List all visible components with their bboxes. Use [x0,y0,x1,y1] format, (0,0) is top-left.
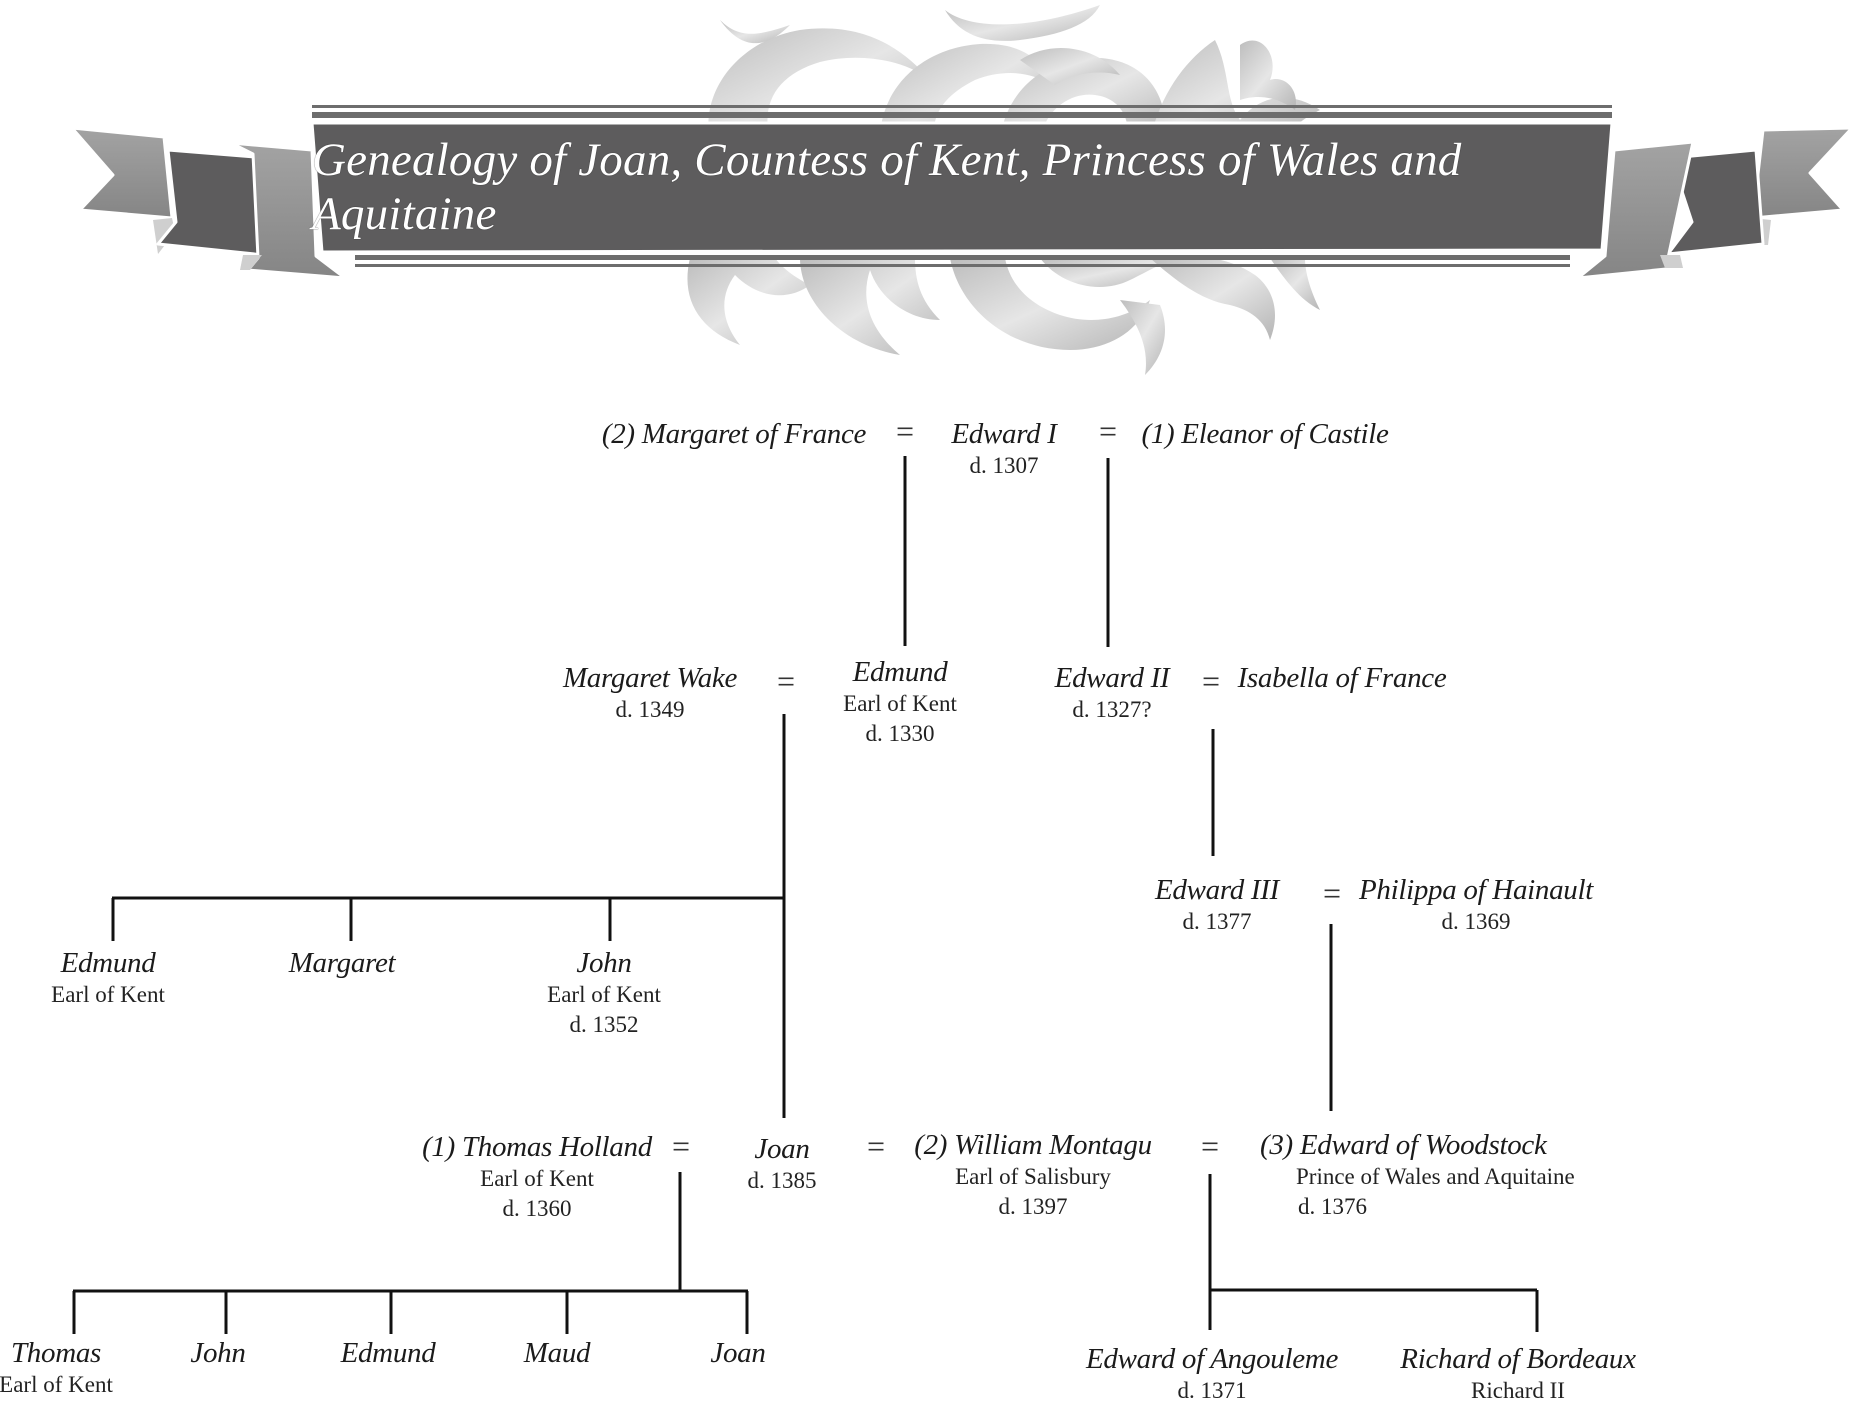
person-joan: Joan d. 1385 [748,1132,817,1196]
person-john-holland-child: John [190,1336,245,1370]
person-death: d. 1376 [1298,1194,1367,1219]
marriage-symbol: = [1200,1128,1220,1164]
person-death: d. 1307 [969,453,1039,478]
marriage-symbol: = [895,413,915,449]
person-edward-ii: Edward II d. 1327? [1055,661,1170,725]
person-name: Richard of Bordeaux [1400,1343,1636,1375]
person-maud-child: Maud [523,1336,591,1370]
banner-top-stripe-thin [312,105,1612,108]
person-death: d. 1352 [569,1012,639,1037]
person-name: Edmund [60,947,156,979]
person-title: Earl of Kent [480,1166,594,1191]
person-name: (2) Margaret of France [601,418,867,450]
person-name: Maud [523,1337,591,1369]
person-name: Edward I [951,418,1057,450]
ribbon-right-tail [1576,126,1853,280]
marriage-symbol: = [776,663,796,699]
banner-main [310,121,1614,254]
person-name: (2) William Montagu [914,1129,1152,1161]
person-name: Edmund [340,1337,436,1369]
person-death: d. 1385 [747,1168,817,1193]
person-name: Edward of Angouleme [1085,1343,1339,1375]
person-title: Earl of Kent [0,1372,113,1397]
marriage-symbol: = [1098,413,1118,449]
person-name: Edward III [1155,874,1279,906]
person-name: Edward II [1054,662,1170,694]
person-death: d. 1369 [1441,909,1511,934]
person-name: Philippa of Hainault [1358,874,1594,906]
banner-top-stripe-thick [312,112,1612,118]
person-name: Edmund [852,656,948,688]
person-edward-of-angouleme: Edward of Angouleme d. 1371 [1086,1342,1338,1406]
person-name: Margaret Wake [562,662,738,694]
person-title: Richard II [1471,1378,1565,1403]
person-john-child: John Earl of Kent d. 1352 [547,946,661,1040]
person-margaret-child: Margaret [289,946,396,980]
person-name: Joan [754,1133,810,1165]
person-name: Margaret [288,947,396,979]
person-title: Prince of Wales and Aquitaine [1296,1164,1575,1189]
person-edmund-child: Edmund Earl of Kent [51,946,165,1010]
person-edmund-earl-of-kent: Edmund Earl of Kent d. 1330 [843,655,957,749]
person-philippa-of-hainault: Philippa of Hainault d. 1369 [1359,873,1593,937]
banner-bottom-stripe-thick [355,255,1570,260]
person-edward-iii: Edward III d. 1377 [1155,873,1279,937]
person-death: d. 1360 [502,1196,572,1221]
marriage-symbol: = [866,1128,886,1164]
person-name: Thomas [10,1337,102,1369]
person-richard-of-bordeaux: Richard of Bordeaux Richard II [1400,1342,1636,1406]
person-william-montagu: (2) William Montagu Earl of Salisbury d.… [914,1128,1152,1222]
person-thomas-child: Thomas Earl of Kent [0,1336,113,1400]
banner-bottom-stripe-thin [355,264,1570,267]
person-isabella-of-france: Isabella of France [1238,661,1447,695]
chart-title: Genealogy of Joan, Countess of Kent, Pri… [312,134,1462,240]
person-margaret-of-france: (2) Margaret of France [601,417,867,451]
person-death: d. 1349 [615,697,685,722]
marriage-symbol: = [671,1128,691,1164]
person-edward-i: Edward I d. 1307 [951,417,1057,481]
person-margaret-wake: Margaret Wake d. 1349 [563,661,737,725]
person-death: d. 1330 [865,721,935,746]
person-name: (3) Edward of Woodstock [1260,1129,1547,1161]
person-death: d. 1377 [1182,909,1252,934]
person-eleanor-of-castile: (1) Eleanor of Castile [1141,417,1388,451]
person-death: d. 1327? [1072,697,1152,722]
person-name: Isabella of France [1237,662,1447,694]
person-name: Joan [710,1337,766,1369]
person-title: Earl of Kent [51,982,165,1007]
person-title: Earl of Kent [547,982,661,1007]
ribbon-left-tail [70,126,347,280]
person-edward-of-woodstock: (3) Edward of Woodstock Prince of Wales … [1260,1128,1575,1222]
person-thomas-holland: (1) Thomas Holland Earl of Kent d. 1360 [422,1130,652,1224]
person-joan-holland-child: Joan [710,1336,765,1370]
person-death: d. 1371 [1177,1378,1247,1403]
person-name: John [576,947,632,979]
person-death: d. 1397 [998,1194,1068,1219]
person-name: (1) Thomas Holland [422,1131,652,1163]
person-title: Earl of Salisbury [955,1164,1111,1189]
person-edmund-holland-child: Edmund [341,1336,436,1370]
person-name: (1) Eleanor of Castile [1141,418,1389,450]
marriage-symbol: = [1201,663,1221,699]
marriage-symbol: = [1322,875,1342,911]
person-name: John [190,1337,246,1369]
person-title: Earl of Kent [843,691,957,716]
